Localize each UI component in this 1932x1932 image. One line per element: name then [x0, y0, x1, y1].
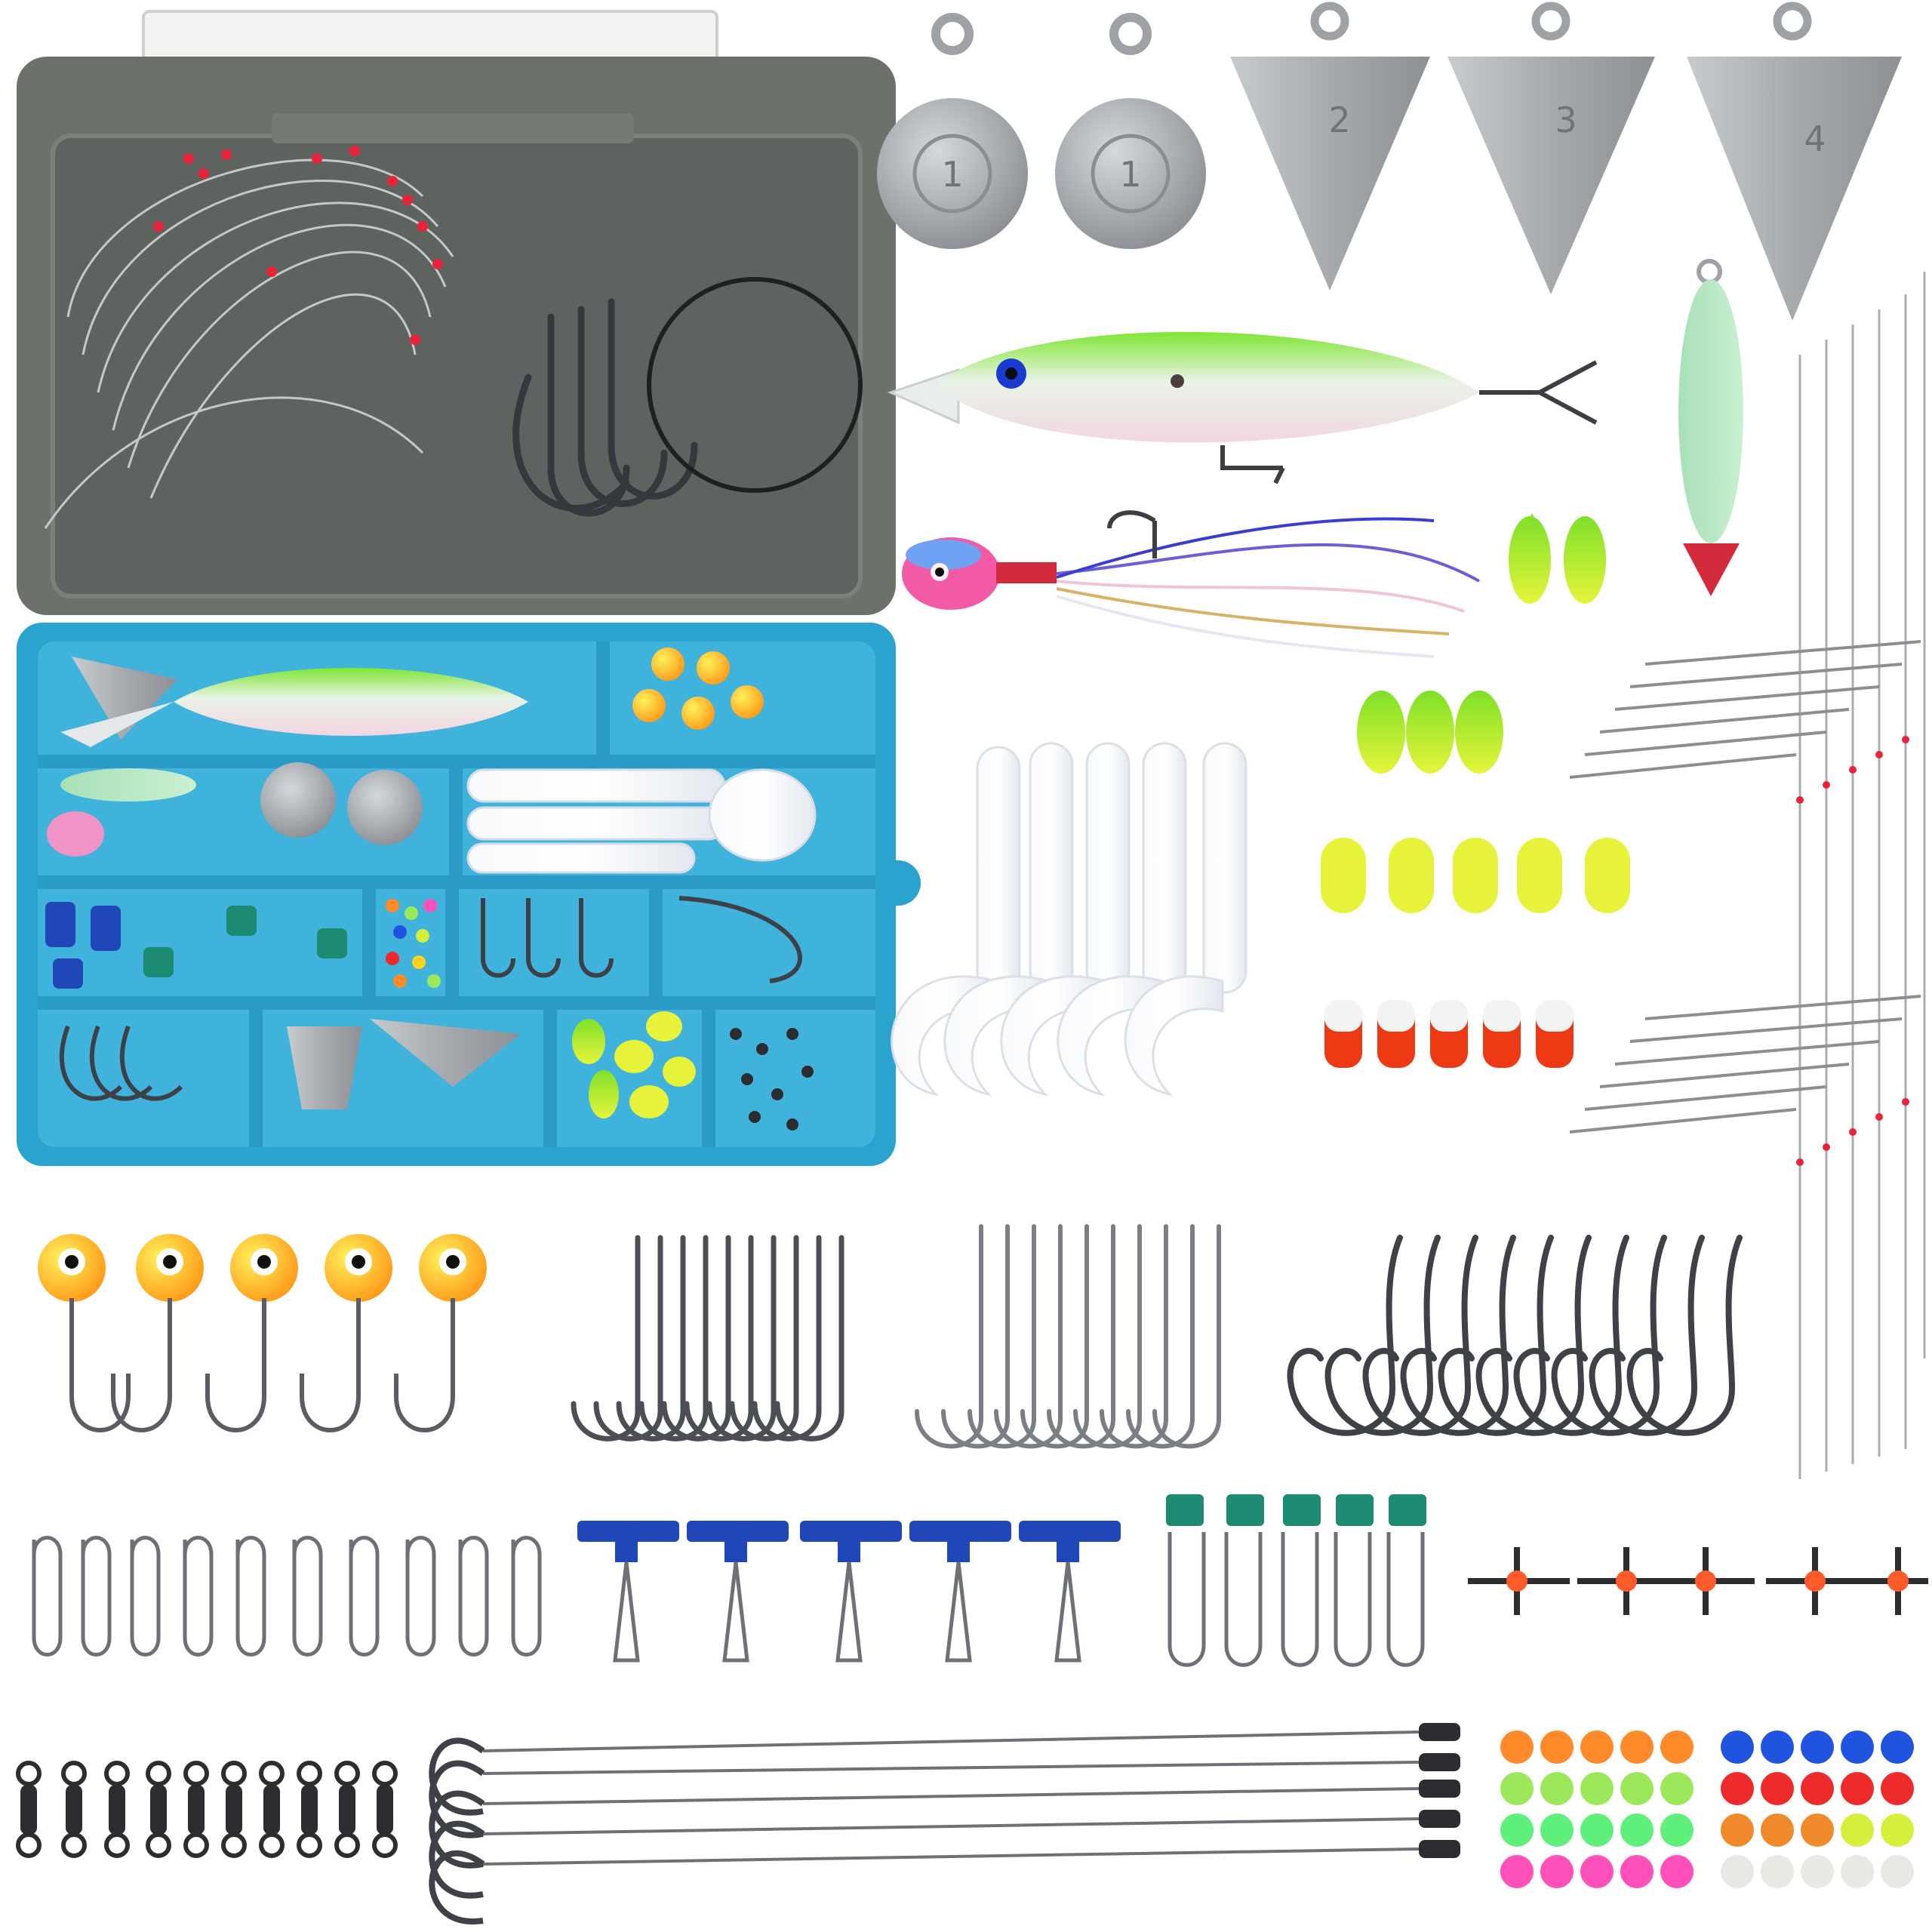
bead-row — [1500, 1772, 1914, 1805]
tray-jig-heads — [632, 648, 764, 730]
round-sinker-1b: 1 — [1055, 13, 1206, 249]
tray-sinker-slides — [45, 902, 121, 989]
tray-round-sinker-a — [260, 762, 336, 838]
rig-leaders — [429, 1723, 1460, 1925]
sinker-number: 1 — [1119, 154, 1141, 195]
box-hang-tab — [875, 860, 921, 906]
tray-bucktail-head — [47, 811, 104, 857]
sinker-number: 2 — [1328, 100, 1350, 140]
sabiki-rigs — [1569, 272, 1926, 1479]
sinker-slides — [577, 1521, 1121, 1663]
floats-red-white — [1324, 1000, 1574, 1068]
tray-pyramid-sinker — [72, 657, 177, 740]
tray-dividers — [38, 641, 875, 1147]
minnow-lure — [887, 331, 1598, 485]
sabiki-red-beads — [1796, 736, 1909, 1166]
hooks-group-b — [915, 1224, 1221, 1449]
jig-head — [111, 1234, 204, 1432]
tray-spoon — [60, 768, 196, 801]
box-lid-inner — [51, 134, 863, 598]
tackle-box — [17, 10, 921, 1166]
pyramid-sinker-4: 4 — [1687, 2, 1902, 321]
tray-hooks — [59, 896, 802, 1101]
coiled-wire-in-lid — [647, 277, 863, 493]
wire-leaders-in-lid — [44, 158, 454, 529]
pyramid-sinker-3: 3 — [1447, 2, 1655, 294]
tray-grubs — [466, 768, 817, 874]
tray-floats — [572, 1011, 696, 1118]
bead-row — [1500, 1814, 1914, 1847]
floats-large — [1509, 513, 1606, 604]
tray-teal-snaps — [143, 906, 347, 977]
sinker-number: 3 — [1555, 100, 1577, 140]
hooks-group-a — [571, 1235, 844, 1441]
soft-grubs — [891, 742, 1247, 1097]
jig-head — [394, 1234, 487, 1432]
tray-minnow-lure — [174, 668, 528, 736]
hooks-group-c — [1287, 1235, 1743, 1436]
red-beads-in-lid — [153, 146, 443, 345]
tray-swivels — [730, 1028, 814, 1131]
teal-snaps — [1166, 1494, 1426, 1667]
tray-pyramid-sinker-c — [370, 1019, 521, 1087]
bucktail-jig — [902, 510, 1480, 658]
three-way-swivels — [1468, 1547, 1928, 1615]
barrel-swivels — [16, 1761, 398, 1858]
pyramid-sinker-2: 2 — [1230, 2, 1430, 291]
sinker-number: 4 — [1804, 118, 1826, 159]
sinker-number: 1 — [941, 154, 963, 195]
floats-medium — [1357, 691, 1503, 774]
tray-round-sinker-b — [347, 770, 423, 845]
snaps — [32, 1536, 542, 1657]
jig-head — [300, 1234, 392, 1432]
bead-grid — [1500, 1730, 1914, 1888]
jig-head — [38, 1234, 131, 1432]
jig-heads — [38, 1234, 487, 1432]
floats-oval-yellow — [1321, 838, 1630, 913]
jig-head — [205, 1234, 298, 1432]
round-sinker-1a: 1 — [877, 13, 1028, 249]
bead-row — [1500, 1855, 1914, 1888]
tray-pyramid-sinker-b — [287, 1026, 362, 1109]
tray-beads — [386, 899, 441, 988]
spoon-lure — [1678, 259, 1743, 596]
bead-row — [1500, 1730, 1914, 1764]
